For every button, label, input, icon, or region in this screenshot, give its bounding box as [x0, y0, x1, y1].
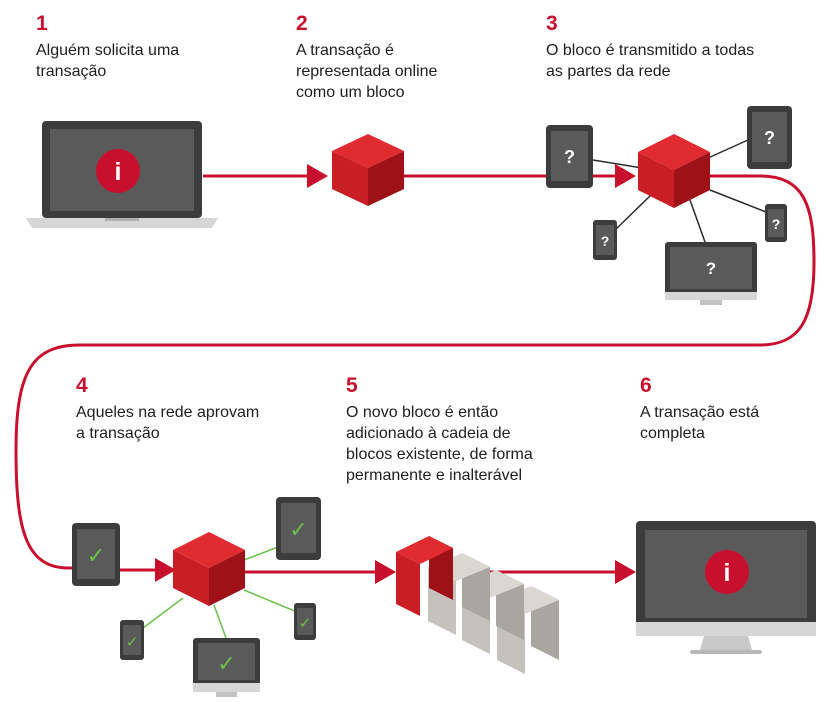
- step-number: 3: [546, 12, 558, 35]
- info-icon: i: [705, 550, 749, 594]
- step-text-line: representada online: [296, 63, 438, 80]
- svg-text:?: ?: [601, 233, 610, 249]
- flow-connectors: [14, 164, 816, 584]
- phone-unknown-icon: ?: [593, 220, 617, 260]
- step-4: 4 Aqueles na rede aprovam a transação: [76, 374, 306, 444]
- svg-text:i: i: [724, 559, 731, 587]
- tablet-approved-icon: ✓: [72, 523, 120, 586]
- tablet-approved-icon: ✓: [276, 497, 321, 560]
- monitor-approved-icon: ✓: [193, 638, 260, 697]
- step-text-line: blocos existente, de forma: [346, 446, 533, 463]
- block-chain-icon: [396, 536, 559, 674]
- step-number: 2: [296, 12, 308, 35]
- phone-unknown-icon: ?: [765, 204, 787, 242]
- tablet-unknown-icon: ?: [546, 125, 593, 188]
- step-3: 3 O bloco é transmitido a todas as parte…: [546, 12, 816, 82]
- step-text-line: transação: [36, 63, 107, 80]
- step-text-line: as partes da rede: [546, 63, 671, 80]
- svg-text:✓: ✓: [289, 518, 307, 543]
- tablet-unknown-icon: ?: [747, 106, 792, 169]
- phone-approved-icon: ✓: [294, 603, 316, 640]
- network-lines: [592, 139, 767, 243]
- step-6: 6 A transação está completa: [640, 374, 820, 444]
- step-text-line: Alguém solicita uma: [36, 42, 180, 59]
- step-text-line: A transação é: [296, 42, 394, 59]
- phone-approved-icon: ✓: [120, 620, 144, 660]
- block-cube-icon: [332, 134, 404, 206]
- svg-text:?: ?: [706, 259, 716, 278]
- block-cube-icon: [638, 134, 710, 208]
- step-text-line: como um bloco: [296, 84, 405, 101]
- loop-connector: [14, 174, 816, 570]
- step-text-line: a transação: [76, 425, 160, 442]
- step-text-line: O novo bloco é então: [346, 404, 499, 421]
- step-1: 1 Alguém solicita uma transação: [36, 12, 266, 82]
- monitor-unknown-icon: ?: [665, 242, 757, 305]
- svg-text:?: ?: [772, 216, 781, 232]
- svg-text:?: ?: [564, 147, 575, 167]
- step-text-line: permanente e inalterável: [346, 467, 523, 484]
- monitor-info-icon: i: [636, 521, 816, 654]
- step-5: 5 O novo bloco é então adicionado à cade…: [346, 374, 576, 486]
- step-text-line: completa: [640, 425, 705, 442]
- laptop-icon: i: [26, 121, 218, 228]
- svg-text:✓: ✓: [217, 652, 235, 677]
- step-2: 2 A transação é representada online como…: [296, 12, 526, 103]
- step-text-line: Aqueles na rede aprovam: [76, 404, 260, 421]
- approval-lines: [142, 546, 298, 639]
- svg-text:✓: ✓: [87, 544, 105, 569]
- step-number: 4: [76, 374, 88, 397]
- step-number: 6: [640, 374, 652, 397]
- step-number: 5: [346, 374, 358, 397]
- svg-text:?: ?: [764, 128, 775, 148]
- svg-text:✓: ✓: [299, 614, 312, 632]
- step-number: 1: [36, 12, 48, 35]
- step-text-line: adicionado à cadeia de: [346, 425, 511, 442]
- step-text-line: O bloco é transmitido a todas: [546, 42, 755, 59]
- red-block: [396, 536, 453, 616]
- info-icon: i: [96, 149, 140, 193]
- svg-text:i: i: [115, 158, 122, 186]
- svg-text:✓: ✓: [126, 633, 139, 651]
- step-text-line: A transação está: [640, 404, 760, 421]
- block-cube-icon: [173, 532, 245, 606]
